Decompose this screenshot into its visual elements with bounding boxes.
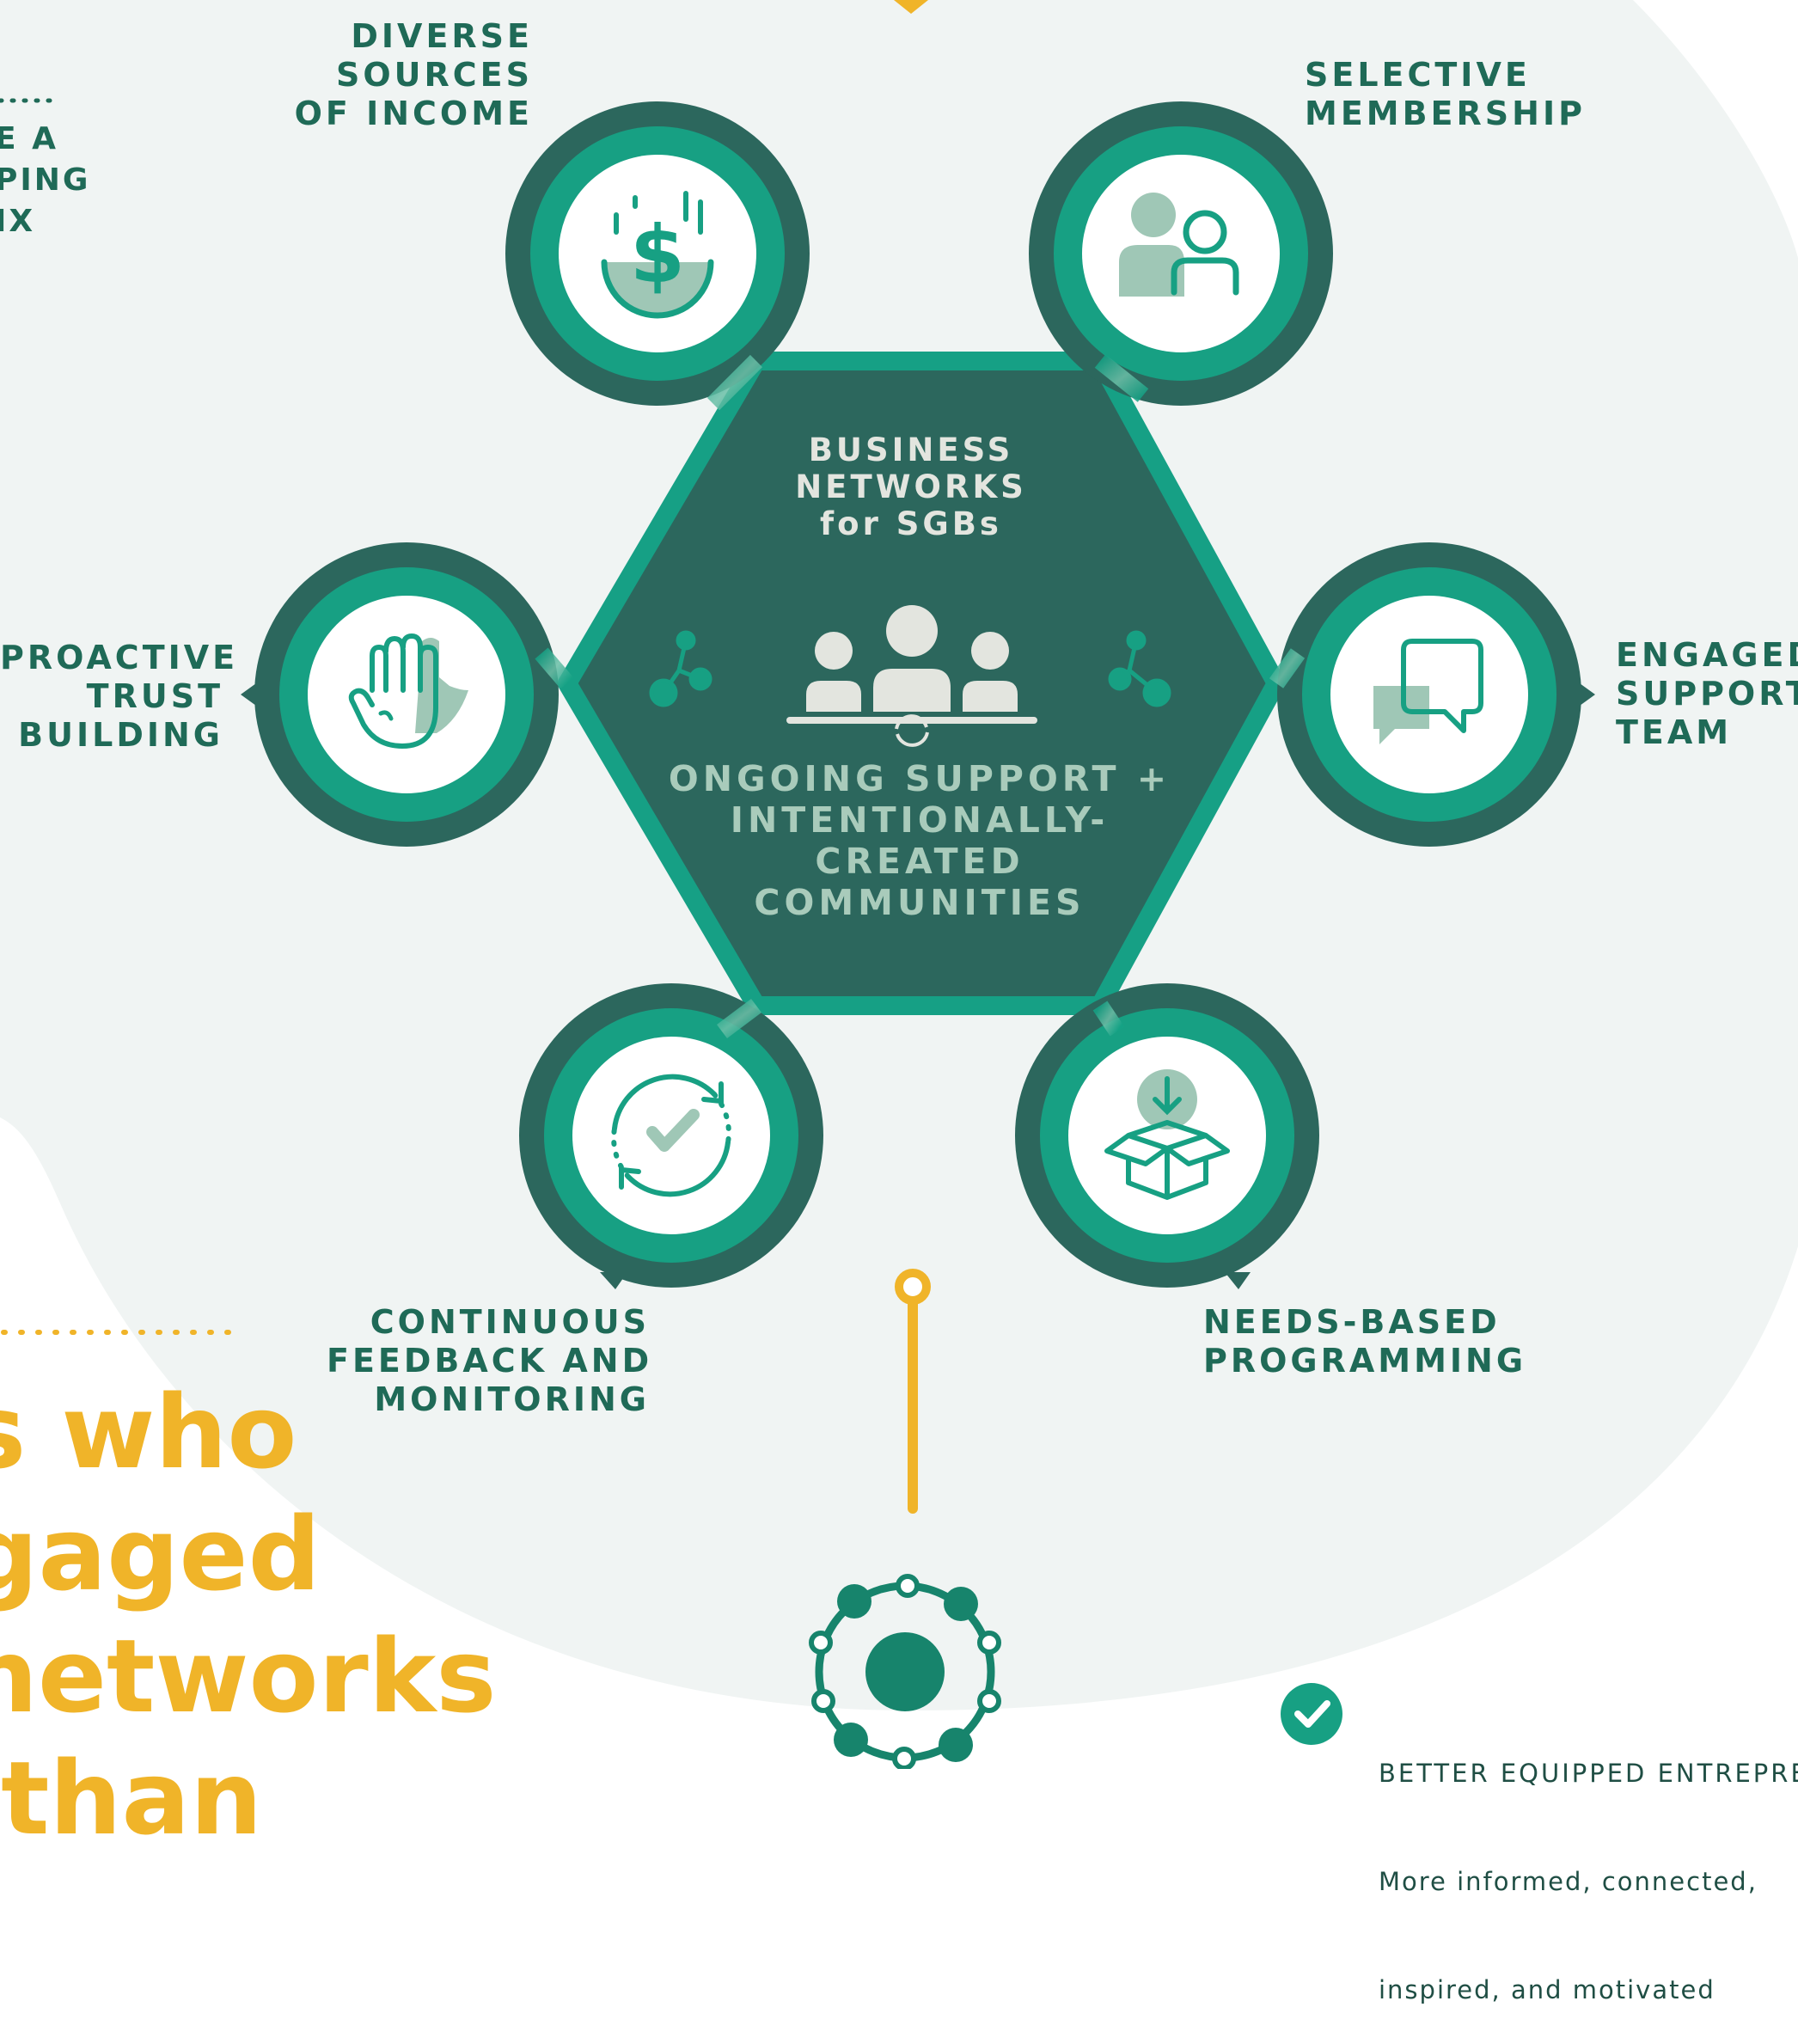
business-networks-diagram: $ [0,0,1798,1769]
raised-hands-icon [348,633,468,749]
chat-bubbles-icon [1373,639,1483,744]
label-engaged-support-team: ENGAGED SUPPORT TEAM [1616,636,1798,751]
network-ring-icon [809,1574,1001,1769]
headline-partial: s who gaged networks than [0,1373,497,1857]
open-box-icon [1104,1069,1230,1200]
yellow-connector [895,1269,931,1514]
pillar-trust-circle[interactable] [241,542,559,847]
interlace-strokes [535,354,1306,1038]
label-proactive-trust-building: PROACTIVE TRUST BUILDING [0,639,239,754]
label-continuous-feedback-and-monitoring: CONTINUOUS FEEDBACK AND MONITORING [327,1303,653,1418]
hub-title: BUSINESS NETWORKS for SGBs [795,431,1027,542]
people-icon [1119,193,1239,297]
network-node-icon-right [1108,630,1171,707]
outcome-note: BETTER EQUIPPED ENTREPRENEU More informe… [1379,1683,1798,2044]
pillar-programming-circle[interactable] [1015,983,1319,1289]
network-node-icon-left [649,630,712,707]
pillar-income-circle[interactable] [505,101,810,406]
dollar-bowl-icon: $ [601,191,714,319]
hub-subtitle: ONGOING SUPPORT + INTENTIONALLY- CREATED… [668,758,1171,923]
check-circle-icon [1281,1683,1342,1745]
outcome-line-1: More informed, connected, [1379,1867,1758,1896]
partial-left-label: E A PING IX [0,121,91,239]
top-marker [894,0,928,14]
cycle-check-icon [611,1074,731,1197]
outcome-line-2: inspired, and motivated [1379,1975,1715,2004]
community-icon [786,605,1037,747]
label-selective-membership: SELECTIVE MEMBERSHIP [1305,56,1586,132]
label-needs-based-programming: NEEDS-BASED PROGRAMMING [1203,1303,1527,1380]
label-diverse-sources-of-income: DIVERSE SOURCES OF INCOME [294,17,533,132]
svg-text:$: $ [630,209,685,301]
outcome-title: BETTER EQUIPPED ENTREPRENEU [1379,1759,1798,1788]
